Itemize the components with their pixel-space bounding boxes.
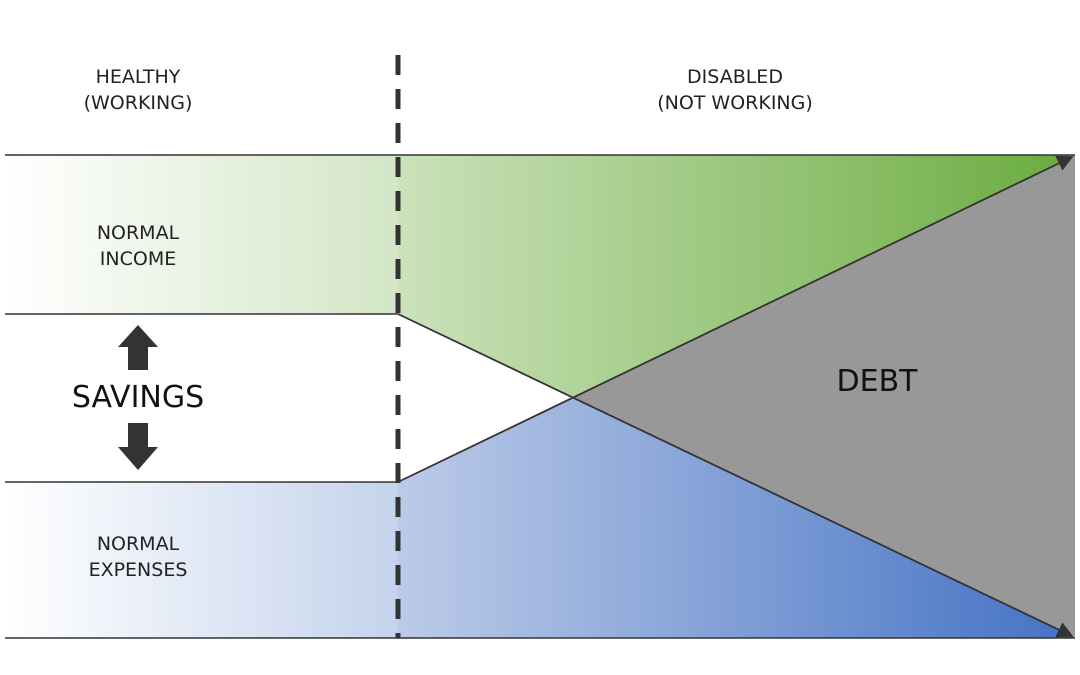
expenses-band-healthy bbox=[5, 482, 398, 638]
debt-region bbox=[572, 155, 1075, 638]
disabled-column-header: DISABLED (NOT WORKING) bbox=[657, 66, 813, 114]
expenses-rise-arrow bbox=[397, 156, 1074, 483]
arrow-up-icon bbox=[118, 325, 158, 370]
income-band-healthy bbox=[5, 155, 398, 314]
expenses-region-disabled bbox=[398, 397, 1075, 638]
arrow-down-icon bbox=[118, 423, 158, 470]
income-label: NORMAL INCOME bbox=[96, 222, 180, 270]
income-region-disabled bbox=[398, 155, 1075, 397]
debt-label: DEBT bbox=[836, 364, 918, 399]
healthy-column-header: HEALTHY (WORKING) bbox=[83, 66, 193, 114]
income-decline-arrow bbox=[397, 313, 1074, 638]
savings-label: SAVINGS bbox=[71, 380, 205, 415]
expenses-label: NORMAL EXPENSES bbox=[88, 533, 188, 581]
